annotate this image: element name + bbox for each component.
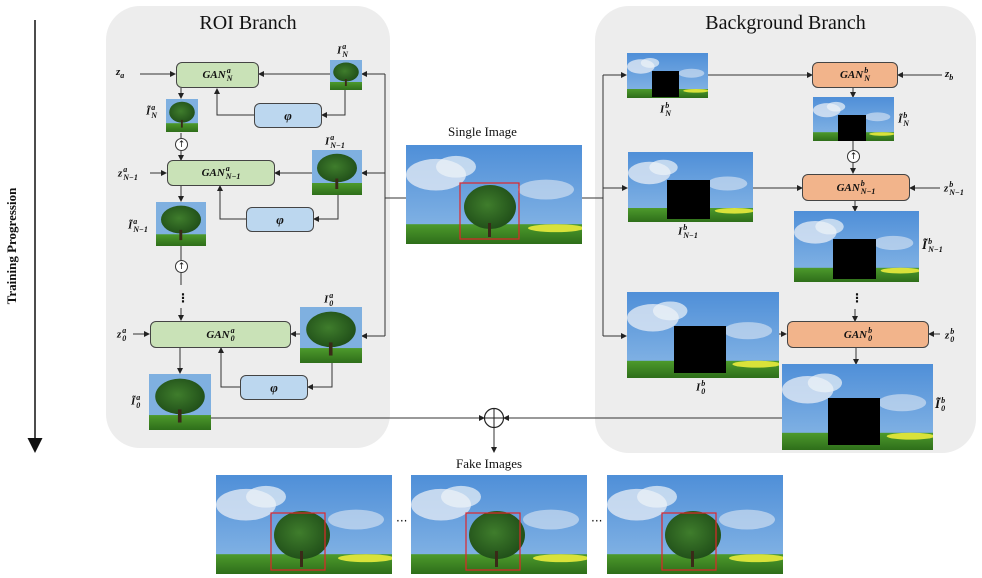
upsample-icon: ↑ — [847, 150, 860, 163]
upsample-icon: ↑ — [175, 138, 188, 151]
roi-phi-0: φ — [240, 375, 308, 400]
roi-input-image-n — [330, 60, 362, 90]
roi-noise-label-n: za — [116, 66, 125, 81]
bg-input-image-0 — [627, 292, 779, 378]
roi-phi-n-minus-1: φ — [246, 207, 314, 232]
training-progression-label: Training Progression — [4, 187, 19, 305]
roi-bounding-box — [465, 512, 521, 571]
combine-operator — [483, 407, 505, 429]
roi-input-image-n-minus-1 — [312, 150, 362, 195]
bg-noise-label-n: zb — [945, 68, 954, 83]
fake-image-3 — [607, 475, 783, 574]
roi-input-image-0 — [300, 307, 362, 363]
horizontal-ellipsis: ··· — [396, 514, 408, 528]
bg-output-image-0 — [782, 364, 933, 450]
vertical-ellipsis: ⋮ — [851, 291, 863, 305]
bg-output-image-n — [813, 97, 894, 141]
horizontal-ellipsis: ··· — [591, 514, 603, 528]
background-branch-title: Background Branch — [705, 12, 866, 34]
roi-bounding-box — [270, 512, 326, 571]
roi-phi-n: φ — [254, 103, 322, 128]
roi-bounding-box — [459, 182, 520, 240]
mask — [652, 71, 679, 97]
upsample-icon: ↑ — [175, 260, 188, 273]
bg-input-image-n-minus-1 — [628, 152, 753, 222]
bg-input-image-n — [627, 53, 708, 98]
single-image — [406, 145, 582, 244]
fake-image-2 — [411, 475, 587, 574]
bg-output-image-n-minus-1 — [794, 211, 919, 282]
roi-bounding-box — [661, 512, 717, 571]
fake-image-1 — [216, 475, 392, 574]
roi-output-image-n-minus-1 — [156, 202, 206, 246]
roi-branch-title: ROI Branch — [199, 12, 297, 34]
vertical-ellipsis: ⋮ — [177, 291, 189, 305]
single-image-label: Single Image — [448, 124, 517, 139]
roi-output-image-n — [166, 99, 198, 132]
fake-images-label: Fake Images — [456, 456, 523, 471]
roi-output-image-0 — [149, 374, 211, 430]
